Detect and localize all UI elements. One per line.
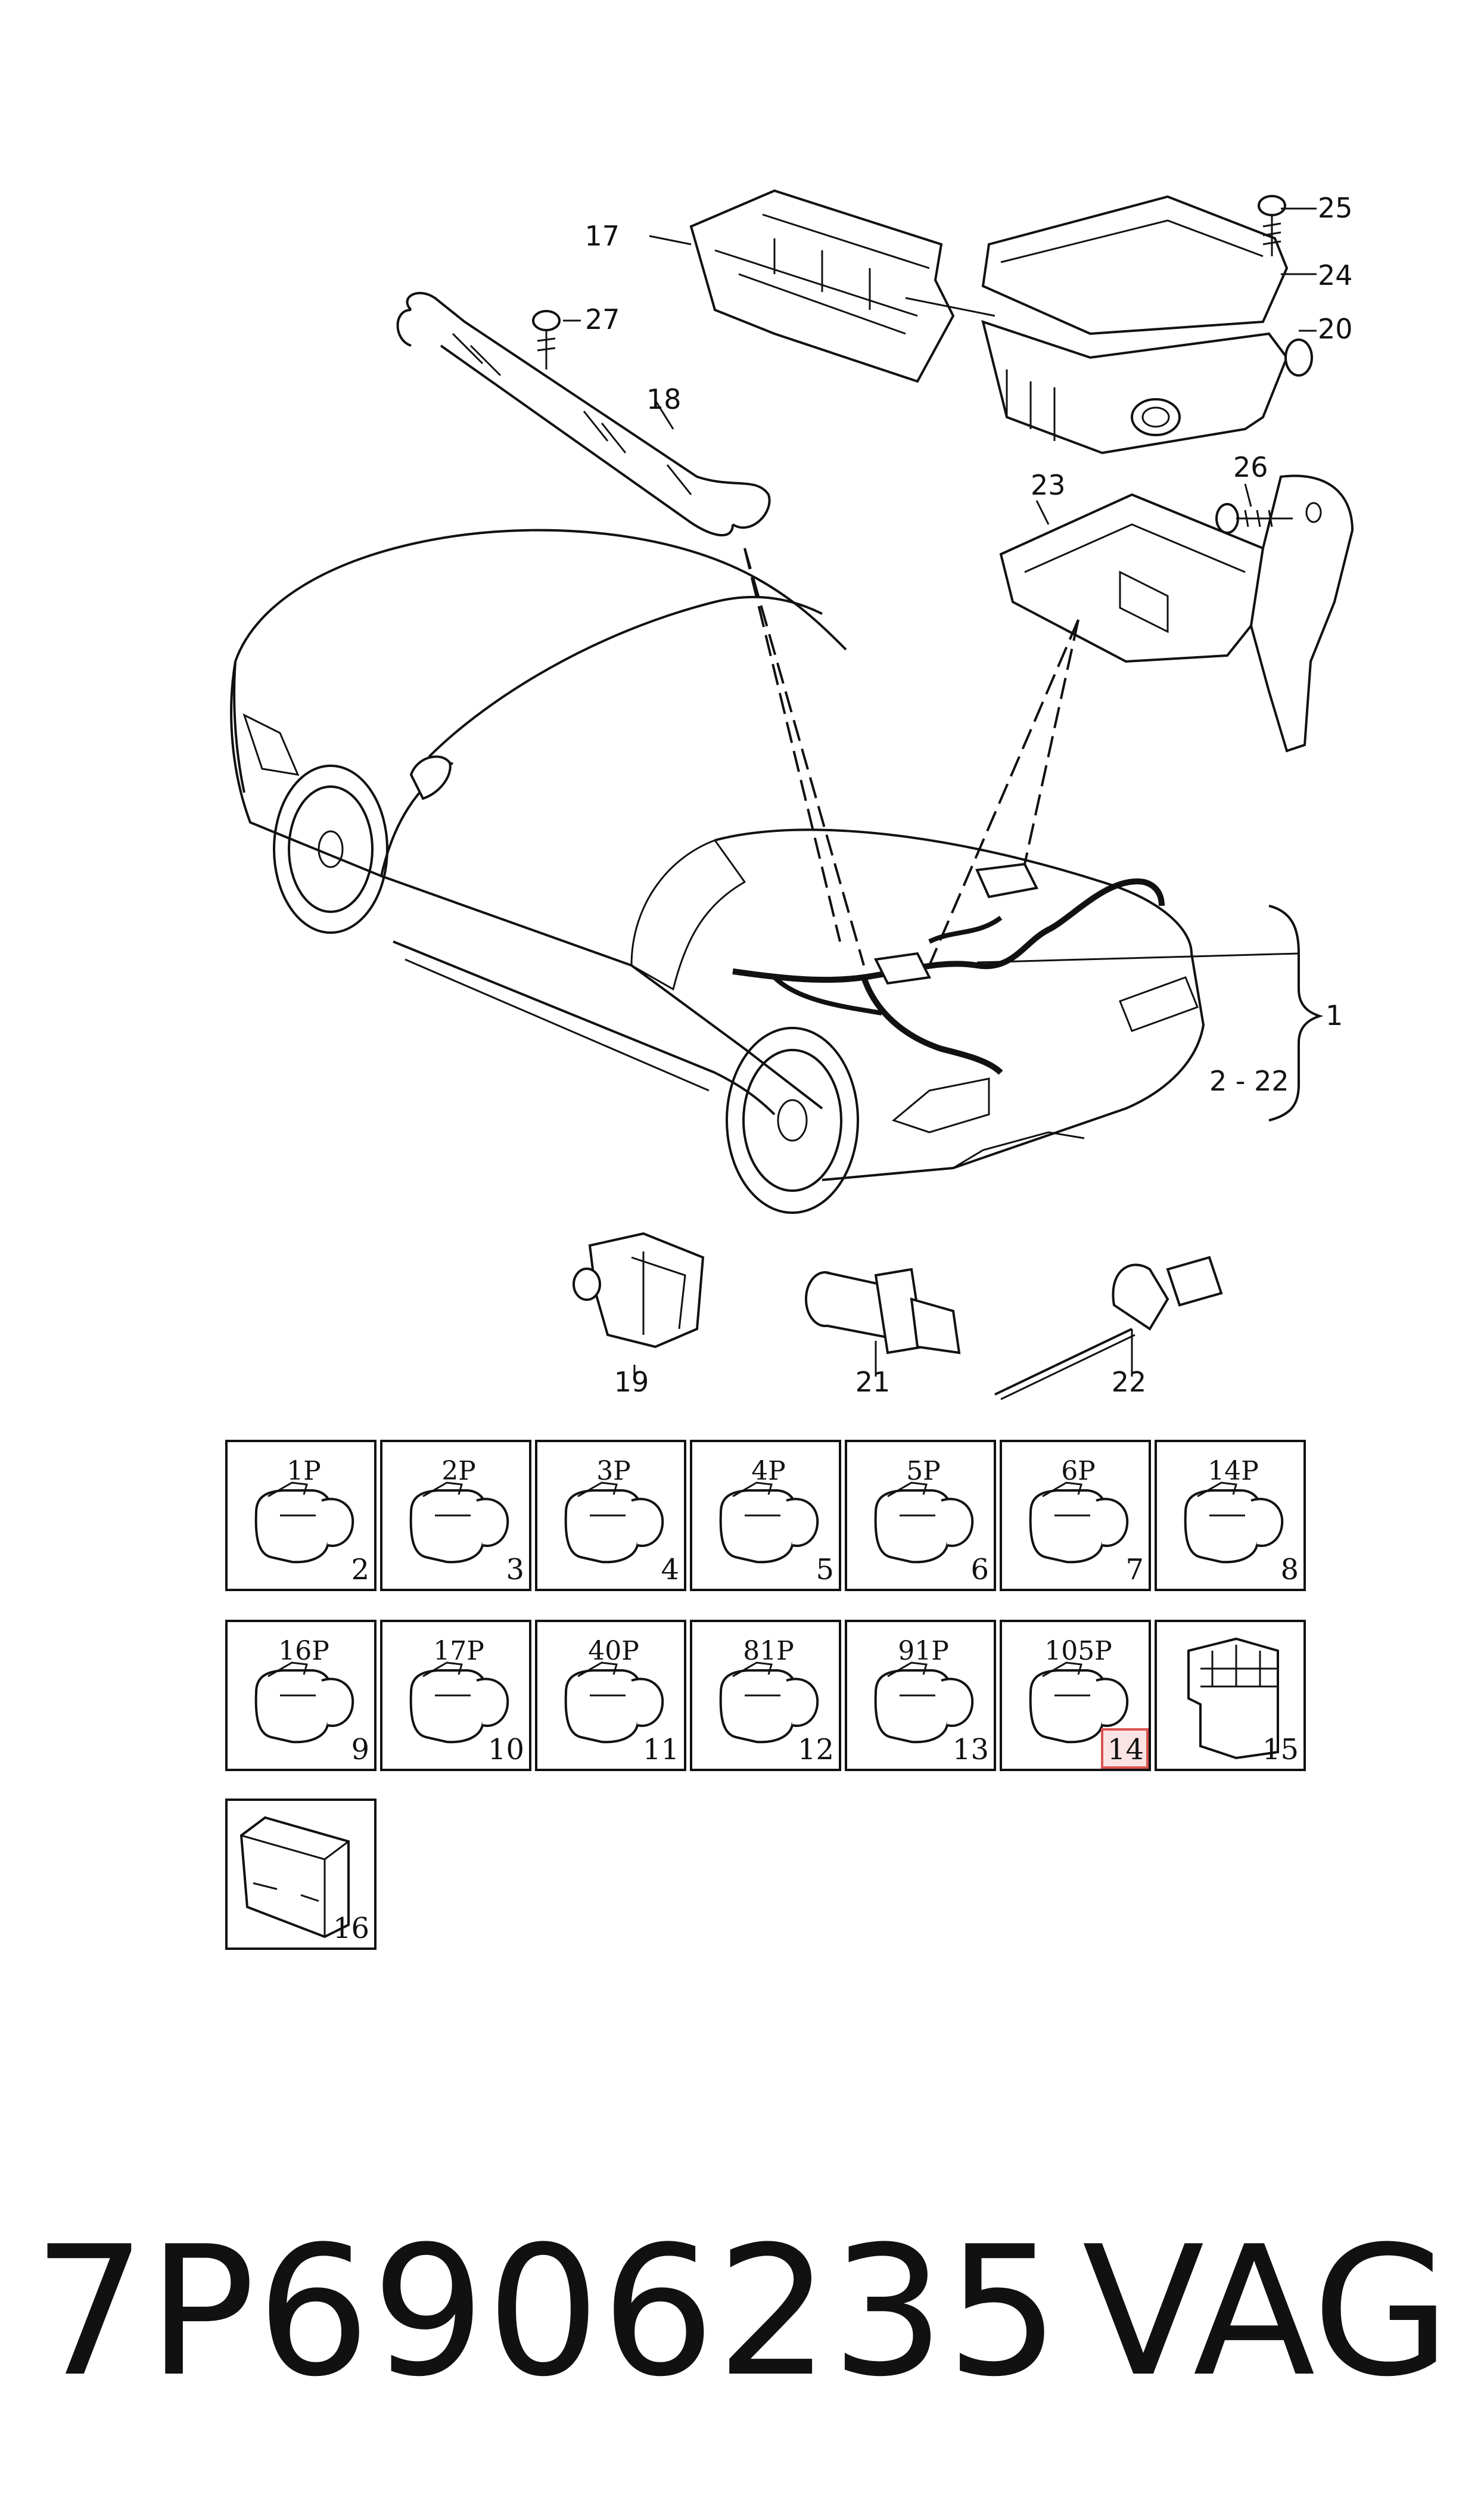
screw-26 bbox=[1215, 503, 1293, 534]
connector-housing-icon bbox=[254, 1481, 354, 1564]
connector-cell: 5P 6 bbox=[845, 1440, 996, 1591]
part-22-cable-tie bbox=[994, 1256, 1223, 1400]
connector-housing-icon bbox=[1029, 1661, 1129, 1744]
item-number: 10 bbox=[488, 1733, 524, 1766]
part-23-bracket bbox=[999, 474, 1354, 753]
item-number: 15 bbox=[1262, 1733, 1299, 1766]
connector-pin-label: 4P bbox=[751, 1456, 786, 1486]
connector-housing-icon bbox=[254, 1661, 354, 1744]
callout-22: 22 bbox=[1112, 1366, 1147, 1398]
item-number: 2 bbox=[351, 1553, 369, 1586]
connector-pin-label: 2P bbox=[441, 1456, 476, 1486]
part-21-connector bbox=[805, 1268, 961, 1355]
connector-housing-icon bbox=[409, 1481, 509, 1564]
connector-cell: 2P 3 bbox=[380, 1440, 531, 1591]
callout-25: 25 bbox=[1318, 192, 1353, 224]
callout-27: 27 bbox=[585, 303, 620, 336]
connector-pin-label: 81P bbox=[743, 1636, 794, 1666]
connector-cell: 14P 8 bbox=[1155, 1440, 1306, 1591]
connector-housing-icon bbox=[719, 1661, 819, 1744]
connector-cell: 4P 5 bbox=[690, 1440, 841, 1591]
connector-grid: 1P 2 2P 3 3P 4 4P 5 5P 6 6P 7 14P 8 16P 9 17P 10 40P 11 81P 1… bbox=[225, 1440, 1306, 1950]
footer: 7P6906235 VAG bbox=[33, 2217, 1451, 2408]
part-18-conduit bbox=[396, 291, 771, 537]
callout-26: 26 bbox=[1233, 451, 1268, 483]
connector-pin-label: 16P bbox=[278, 1636, 329, 1666]
connector-cell: 40P 11 bbox=[535, 1620, 686, 1771]
connector-pin-label: 40P bbox=[588, 1636, 639, 1666]
connector-pin-label: 3P bbox=[596, 1456, 631, 1486]
item-number: 3 bbox=[506, 1553, 524, 1586]
item-number: 7 bbox=[1125, 1553, 1144, 1586]
connector-pin-label: 14P bbox=[1208, 1456, 1259, 1486]
item-number: 16 bbox=[333, 1912, 369, 1945]
part-20-control-unit bbox=[981, 195, 1313, 455]
item-number: 13 bbox=[953, 1733, 989, 1766]
part-number: 7P6906235 bbox=[33, 2208, 1061, 2416]
screw-25 bbox=[1258, 195, 1286, 256]
item-number: 14 bbox=[1107, 1733, 1144, 1766]
connector-housing-icon bbox=[719, 1481, 819, 1564]
connector-housing-icon bbox=[874, 1661, 974, 1744]
connector-cell: 81P 12 bbox=[690, 1620, 841, 1771]
item-number: 9 bbox=[351, 1733, 369, 1766]
screw-27 bbox=[532, 310, 561, 369]
leader-lines bbox=[563, 207, 1324, 1377]
connector-pin-label: 91P bbox=[898, 1636, 949, 1666]
callout-labels: 17 27 18 25 24 20 23 26 1 2 - 22 19 21 2… bbox=[584, 192, 1352, 1398]
connector-cell: 105P 14 bbox=[1000, 1620, 1151, 1771]
callout-2-22: 2 - 22 bbox=[1209, 1065, 1289, 1097]
connector-housing-icon bbox=[564, 1481, 664, 1564]
connector-pin-label: 1P bbox=[287, 1456, 321, 1486]
front-wheel bbox=[273, 765, 388, 934]
callout-18: 18 bbox=[646, 383, 682, 415]
car-illustration bbox=[230, 529, 1205, 1214]
part-19-grommet bbox=[573, 1232, 705, 1349]
connector-pin-label: 105P bbox=[1044, 1636, 1112, 1666]
callout-23: 23 bbox=[1031, 469, 1066, 501]
connector-cell: 1P 2 bbox=[225, 1440, 377, 1591]
callout-20: 20 bbox=[1318, 313, 1353, 345]
callout-19: 19 bbox=[614, 1366, 649, 1398]
item-number: 11 bbox=[643, 1733, 679, 1766]
connector-housing-icon bbox=[1029, 1481, 1129, 1564]
rear-wheel bbox=[726, 1027, 859, 1214]
item-number: 6 bbox=[970, 1553, 989, 1586]
connector-pin-label: 6P bbox=[1061, 1456, 1096, 1486]
connector-pin-label: 17P bbox=[433, 1636, 484, 1666]
connector-cell: 16P 9 bbox=[225, 1620, 377, 1771]
item-number: 8 bbox=[1280, 1553, 1299, 1586]
relay-carrier-icon bbox=[239, 1816, 350, 1939]
callout-1: 1 bbox=[1326, 999, 1343, 1032]
connector-cell: 17P 10 bbox=[380, 1620, 531, 1771]
connector-housing-icon bbox=[564, 1661, 664, 1744]
callout-24: 24 bbox=[1318, 259, 1353, 291]
connector-housing-icon bbox=[874, 1481, 974, 1564]
connector-housing-icon bbox=[409, 1661, 509, 1744]
item-number: 5 bbox=[816, 1553, 834, 1586]
part-17-bracket bbox=[689, 189, 955, 383]
connector-housing-icon bbox=[1184, 1481, 1284, 1564]
connector-cell: 3P 4 bbox=[535, 1440, 686, 1591]
connector-cell: 16 bbox=[225, 1799, 377, 1950]
fuse-holder-icon bbox=[1187, 1637, 1279, 1760]
item-number: 4 bbox=[661, 1553, 679, 1586]
brand-name: VAG bbox=[1082, 2208, 1451, 2416]
connector-cell: 6P 7 bbox=[1000, 1440, 1151, 1591]
callout-17: 17 bbox=[584, 220, 620, 252]
item-number: 12 bbox=[798, 1733, 834, 1766]
connector-cell: 91P 13 bbox=[845, 1620, 996, 1771]
connector-pin-label: 5P bbox=[906, 1456, 941, 1486]
callout-21: 21 bbox=[855, 1366, 891, 1398]
highlight-box bbox=[1101, 1728, 1149, 1769]
connector-cell: 15 bbox=[1155, 1620, 1306, 1771]
